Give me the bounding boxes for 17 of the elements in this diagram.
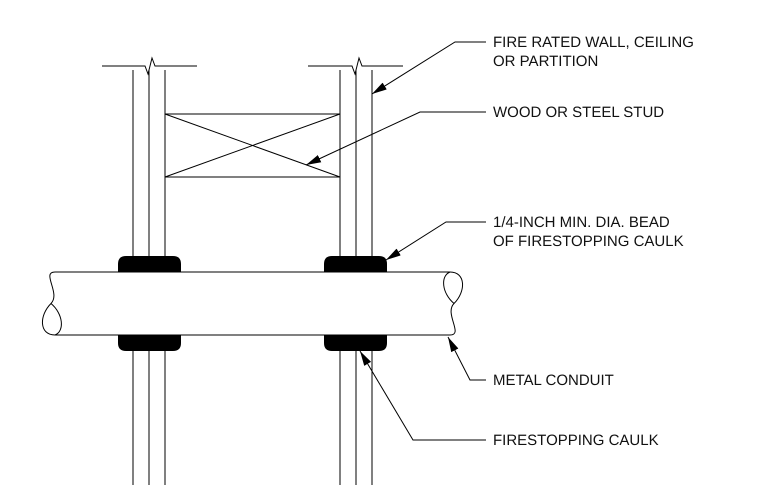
leader-line (448, 336, 486, 380)
wall-board (340, 70, 372, 256)
caulk-bead (118, 335, 181, 351)
caulk-bead (118, 256, 181, 272)
callout-text: WOOD OR STEEL STUD (486, 103, 733, 122)
stud-drawing (164, 114, 340, 178)
caulk-bead (324, 335, 387, 351)
leader-line (372, 42, 486, 94)
conduit-pipe (42, 272, 463, 336)
caulk-bead (324, 256, 387, 272)
leader-line (360, 350, 486, 440)
callout-text: 1/4-INCH MIN. DIA. BEAD OF FIRESTOPPING CAULK (486, 213, 693, 251)
callout-text: METAL CONDUIT (486, 371, 733, 390)
callout-text: FIRE RATED WALL, CEILING OR PARTITION (486, 33, 705, 71)
callout-text: FIRESTOPPING CAULK (486, 431, 733, 450)
leader-line (386, 222, 486, 260)
leader-line (306, 112, 486, 166)
